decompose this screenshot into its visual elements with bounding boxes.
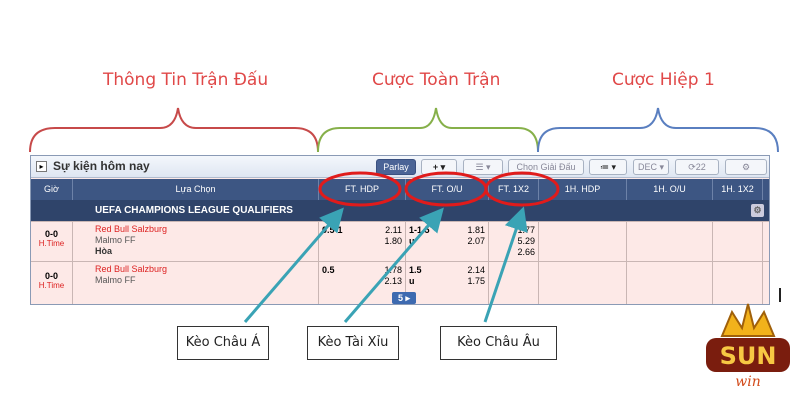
col-1h-1x2: 1H. 1X2 (713, 179, 763, 200)
home-team[interactable]: Red Bull Salzburg (95, 264, 168, 274)
match-time: H.Time (38, 281, 65, 290)
1x2-away-odds[interactable]: 5.29 (517, 236, 535, 246)
league-name: UEFA CHAMPIONS LEAGUE QUALIFIERS (95, 205, 293, 216)
score: 0-0 (44, 271, 58, 281)
away-team[interactable]: Malmo FF (95, 275, 136, 285)
svg-text:SUN: SUN (720, 342, 777, 370)
column-header-row: Giờ Lựa Chọn FT. HDP FT. O/U FT. 1X2 1H.… (31, 179, 769, 200)
match-row: 0-0 H.Time Red Bull Salzburg Malmo FF 0.… (31, 261, 769, 304)
svg-text:win: win (735, 374, 760, 390)
brace-first-half (537, 107, 779, 153)
col-ft-hdp: FT. HDP (319, 179, 406, 200)
league-row: UEFA CHAMPIONS LEAGUE QUALIFIERS ⚙ (31, 200, 769, 221)
panel-title: Sự kiện hôm nay (53, 159, 150, 173)
add-button[interactable]: + ▾ (421, 159, 457, 175)
settings-button[interactable]: ⚙ (725, 159, 767, 175)
match-time: H.Time (38, 239, 65, 248)
betting-panel: ▸ Sự kiện hôm nay Parlay + ▾ ☰ ▾ Chọn Gi… (30, 155, 770, 305)
brace-full-match (317, 107, 539, 153)
select-league-button[interactable]: Chọn Giải Đấu (508, 159, 584, 175)
section-title-match-info: Thông Tin Trận Đấu (103, 70, 269, 90)
col-1h-hdp: 1H. HDP (539, 179, 627, 200)
hdp-line: 0.5 (322, 265, 335, 275)
panel-header: ▸ Sự kiện hôm nay Parlay + ▾ ☰ ▾ Chọn Gi… (31, 156, 769, 178)
col-ft-1x2: FT. 1X2 (489, 179, 539, 200)
brace-match-info (29, 107, 319, 153)
section-title-full-match: Cược Toàn Trận (372, 70, 501, 90)
hdp-away-odds[interactable]: 1.80 (384, 236, 402, 246)
ou-under-odds[interactable]: 1.75 (467, 276, 485, 286)
ou-over-odds[interactable]: 1.81 (467, 225, 485, 235)
label-asian-handicap: Kèo Châu Á (177, 326, 269, 360)
more-bets-button[interactable]: 5 ▸ (392, 292, 416, 304)
ou-under-label: u (409, 236, 415, 246)
1x2-draw-odds[interactable]: 2.66 (517, 247, 535, 257)
away-team[interactable]: Malmo FF (95, 235, 136, 245)
col-time: Giờ (31, 179, 73, 200)
parlay-button[interactable]: Parlay (376, 159, 416, 175)
draw-label: Hòa (95, 246, 113, 256)
col-ft-ou: FT. O/U (406, 179, 489, 200)
sunwin-logo: SUN win (700, 298, 795, 398)
sort-button[interactable]: ☰ ▾ (463, 159, 503, 175)
refresh-league-icon[interactable]: ⚙ (751, 204, 764, 217)
score: 0-0 (44, 229, 58, 239)
ou-line: 1-1.5 (409, 225, 430, 235)
hdp-line: 0.5-1 (322, 225, 343, 235)
label-european: Kèo Châu Âu (440, 326, 557, 360)
expand-icon[interactable]: ▸ (36, 161, 47, 172)
1x2-home-odds[interactable]: 1.77 (517, 225, 535, 235)
label-over-under: Kèo Tài Xỉu (307, 326, 399, 360)
ou-under-label: u (409, 276, 415, 286)
list-view-button[interactable]: ≔ ▾ (589, 159, 627, 175)
refresh-button[interactable]: ⟳22 (675, 159, 719, 175)
ou-under-odds[interactable]: 2.07 (467, 236, 485, 246)
col-1h-ou: 1H. O/U (627, 179, 713, 200)
section-title-first-half: Cược Hiệp 1 (612, 70, 715, 90)
odds-type-dropdown[interactable]: DEC ▾ (633, 159, 669, 175)
col-selection: Lựa Chọn (73, 179, 319, 200)
match-row: 0-0 H.Time Red Bull Salzburg Malmo FF Hò… (31, 221, 769, 261)
home-team[interactable]: Red Bull Salzburg (95, 224, 168, 234)
ou-over-odds[interactable]: 2.14 (467, 265, 485, 275)
hdp-away-odds[interactable]: 2.13 (384, 276, 402, 286)
ou-line: 1.5 (409, 265, 422, 275)
